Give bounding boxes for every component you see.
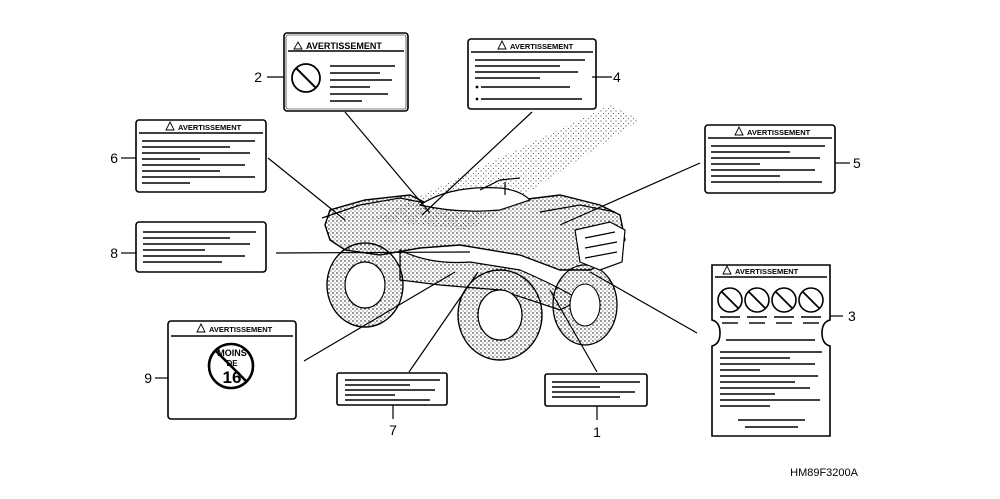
warning-triangle-icon <box>497 39 507 50</box>
callout-6: 6 <box>110 150 118 166</box>
label-8 <box>135 221 267 273</box>
age-badge-line2: DE <box>226 359 238 368</box>
warning-title: AVERTISSEMENT <box>178 123 242 132</box>
callout-8: 8 <box>110 245 118 261</box>
warning-triangle-icon <box>722 264 732 275</box>
warning-triangle-icon <box>734 125 744 136</box>
leader-lines <box>121 76 850 420</box>
prohibited-icon <box>744 287 770 313</box>
warning-label-3: AVERTISSEMENT <box>711 264 831 437</box>
warning-title: AVERTISSEMENT <box>510 42 574 51</box>
warning-title: AVERTISSEMENT <box>306 41 382 51</box>
callout-3: 3 <box>848 308 856 324</box>
warning-title: AVERTISSEMENT <box>747 128 811 137</box>
label-1 <box>544 373 648 407</box>
warning-label-9: AVERTISSEMENT MOINS DE 16 <box>167 320 297 420</box>
callout-5: 5 <box>853 155 861 171</box>
prohibited-icon <box>771 287 797 313</box>
warning-label-5: AVERTISSEMENT <box>704 124 836 194</box>
prohibited-icon <box>717 287 743 313</box>
warning-triangle-icon <box>293 41 303 50</box>
callout-2: 2 <box>254 69 262 85</box>
drawing-code: HM89F3200A <box>790 467 859 479</box>
age-restriction-icon: MOINS DE 16 <box>207 342 255 390</box>
age-badge-number: 16 <box>223 368 242 387</box>
warning-label-4: AVERTISSEMENT <box>467 38 597 110</box>
age-badge-line1: MOINS <box>217 348 247 358</box>
label-7 <box>336 372 448 406</box>
prohibited-icon <box>798 287 824 313</box>
atv-illustration <box>321 105 640 361</box>
callout-9: 9 <box>144 370 152 386</box>
warning-triangle-icon <box>165 120 175 131</box>
callout-7: 7 <box>389 422 397 438</box>
warning-label-2: AVERTISSEMENT <box>283 32 409 112</box>
callout-1: 1 <box>593 424 601 440</box>
warning-triangle-icon <box>196 322 206 333</box>
callout-4: 4 <box>613 69 621 85</box>
warning-label-6: AVERTISSEMENT <box>135 119 267 193</box>
warning-title: AVERTISSEMENT <box>735 267 799 276</box>
prohibited-icon <box>291 63 321 93</box>
warning-title: AVERTISSEMENT <box>209 325 273 334</box>
